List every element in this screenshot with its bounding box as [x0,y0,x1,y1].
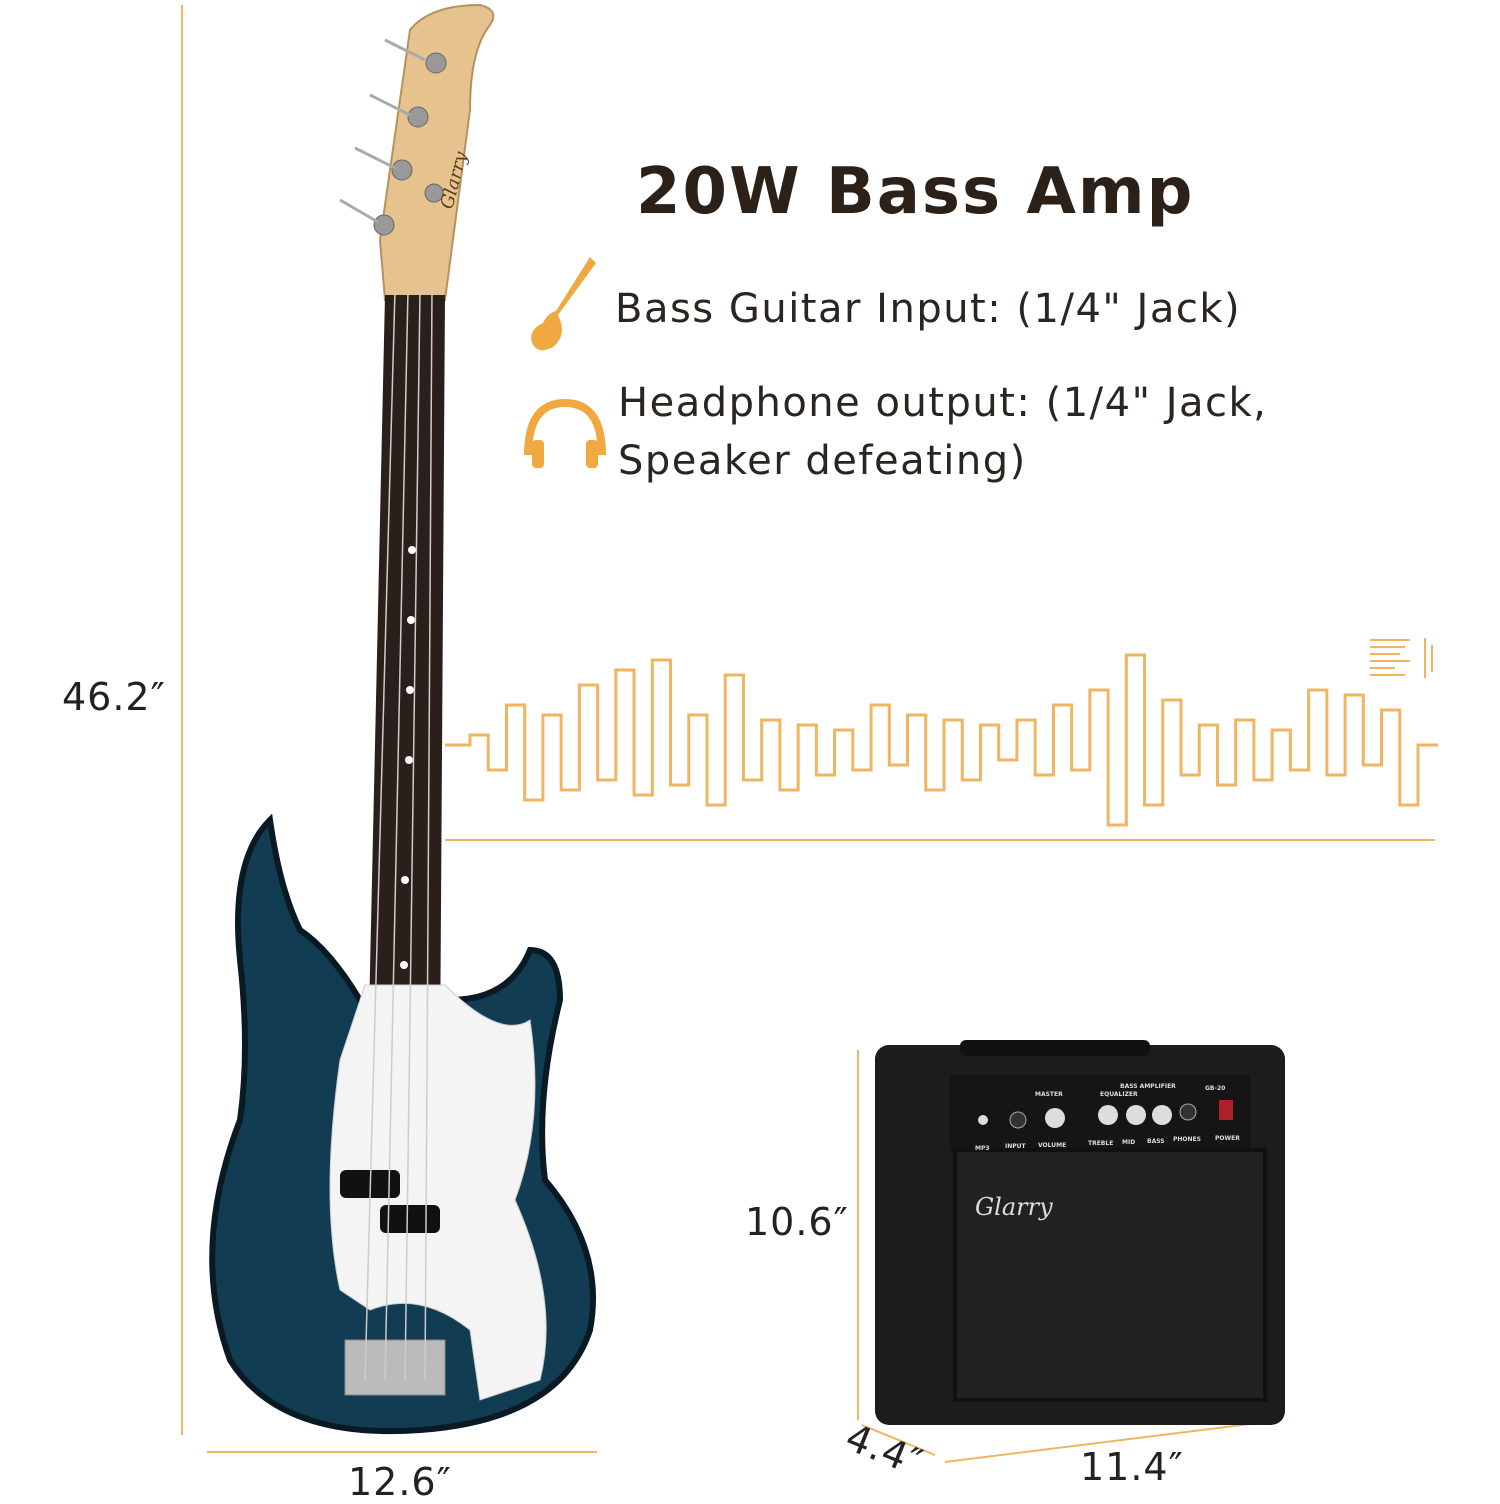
equalizer-icon [1370,638,1433,678]
speaker-grille [953,1148,1267,1402]
strings [364,289,433,1381]
headphones-icon [524,398,606,468]
amp-control-label: TREBLE [1088,1140,1113,1147]
feature-line: Speaker defeating) [618,438,1027,484]
page-title: 20W Bass Amp [636,155,1195,229]
amp-equalizer-label: EQUALIZER [1100,1091,1138,1098]
bass-guitar-icon [531,257,596,351]
amp-depth-dimension-line [861,1424,936,1456]
amp-control-label: POWER [1215,1135,1240,1142]
amp-width-label: 11.4″ [1080,1445,1184,1489]
feature-line: Headphone output: (1/4" Jack, [618,380,1268,426]
amp-panel-title: BASS AMPLIFIER [1120,1083,1176,1090]
amp-brand-logo: Glarry [975,1193,1053,1221]
amp-control-label: PHONES [1173,1136,1201,1143]
amp-width-dimension-line [944,1419,1283,1463]
feature-headphone-output: Headphone output: (1/4" Jack, Speaker de… [618,374,1267,490]
amp-control-label: BASS [1147,1138,1165,1145]
sound-waveform [445,653,1438,827]
amp-control-label: MID [1122,1139,1135,1146]
guitar-width-label: 12.6″ [348,1460,452,1504]
amp-control-label: MP3 [975,1145,990,1152]
amp-master-label: MASTER [1035,1091,1063,1098]
amp-model: GB-20 [1205,1085,1225,1092]
guitar-height-label: 46.2″ [62,675,166,719]
neck [368,295,445,1060]
amp-control-label: INPUT [1005,1143,1027,1150]
amp-height-label: 10.6″ [745,1200,849,1244]
feature-bass-input: Bass Guitar Input: (1/4" Jack) [615,286,1242,332]
body [209,813,596,1435]
headstock [339,3,495,301]
amp-control-label: VOLUME [1038,1142,1066,1149]
